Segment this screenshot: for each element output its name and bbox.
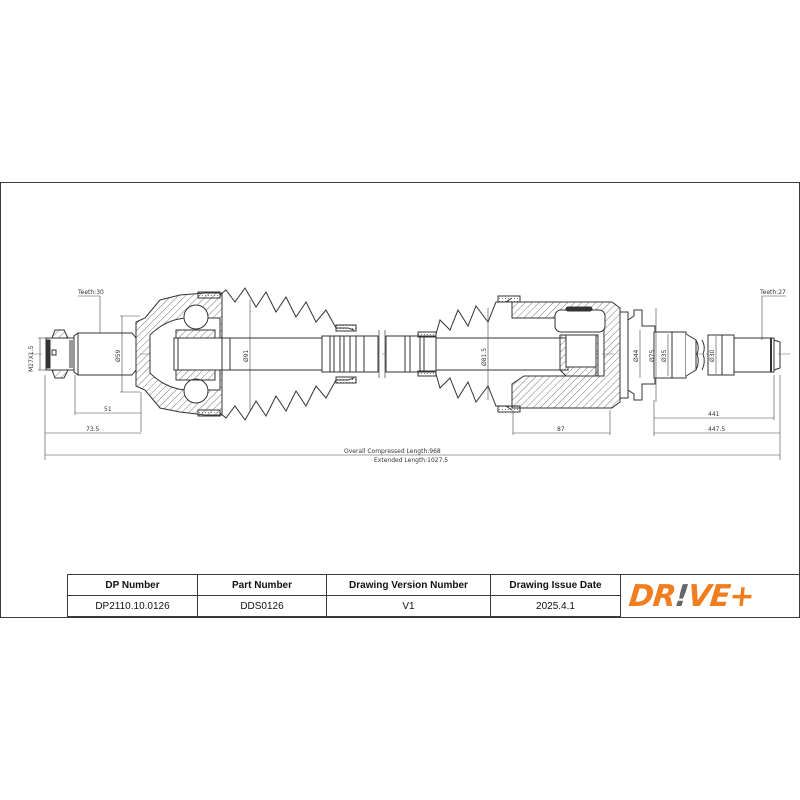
dia-35-label: Ø35 <box>661 349 668 362</box>
thread-label: M27X1.5 <box>28 345 35 372</box>
dim-87-label: 87 <box>557 426 565 433</box>
header-dp-number: DP Number <box>67 574 198 596</box>
header-part-number: Part Number <box>197 574 327 596</box>
boot-clamp-inner-small-top <box>417 331 437 338</box>
logo-text-end: VE+ <box>685 579 756 614</box>
value-issue-date: 2025.4.1 <box>490 595 621 617</box>
logo-cell: DR!VE+ <box>620 574 800 617</box>
shaft-right <box>385 335 569 373</box>
dim-447-5-label: 447.5 <box>708 426 725 433</box>
dia-59-label: Ø59 <box>115 349 122 362</box>
boot-clamp-outer-top <box>197 291 221 299</box>
value-drawing-version: V1 <box>326 595 491 617</box>
dim-73-5-label: 73.5 <box>86 426 100 433</box>
value-dp-number: DP2110.10.0126 <box>67 595 198 617</box>
dim-51-label: 51 <box>104 406 112 413</box>
overall-compressed-length: Overall Compressed Length:968 <box>344 448 441 455</box>
dia-91-label: Ø91 <box>243 349 250 362</box>
dim-441-label: 441 <box>708 411 720 418</box>
boot-clamp-small-bottom <box>335 376 357 384</box>
teeth-right-label: Teeth:27 <box>759 289 786 296</box>
dia-30-label: Ø30 <box>709 349 716 362</box>
header-drawing-version: Drawing Version Number <box>326 574 491 596</box>
dia-44-label: Ø44 <box>633 349 640 362</box>
inner-boot <box>435 297 513 335</box>
outer-cv-joint <box>135 292 223 416</box>
outer-stub <box>45 329 137 379</box>
teeth-left-label: Teeth:30 <box>77 289 104 296</box>
boot-clamp-outer-bottom <box>197 409 221 417</box>
title-block: DP Number Part Number Drawing Version Nu… <box>67 574 621 617</box>
inner-stub <box>627 309 781 401</box>
extended-length: Extended Length:1027.5 <box>374 457 448 464</box>
outer-boot <box>219 287 355 331</box>
boot-clamp-inner-top <box>497 295 521 303</box>
value-part-number: DDS0126 <box>197 595 327 617</box>
shaft-left <box>221 335 379 373</box>
dia-81-5-label: Ø81.5 <box>481 348 488 366</box>
dia-75-label: Ø75 <box>649 349 656 362</box>
boot-clamp-small-top <box>335 324 357 332</box>
boot-clamp-inner-small-bottom <box>417 370 437 377</box>
drive-plus-logo: DR!VE+ <box>627 579 755 615</box>
logo-text-main: DR <box>627 579 677 614</box>
header-issue-date: Drawing Issue Date <box>490 574 621 596</box>
dimensions <box>38 295 786 460</box>
dimension-labels: Teeth:30 Teeth:27 M27X1.5 Ø59 Ø91 Ø81.5 … <box>28 289 786 464</box>
boot-clamp-inner-bottom <box>497 405 521 413</box>
